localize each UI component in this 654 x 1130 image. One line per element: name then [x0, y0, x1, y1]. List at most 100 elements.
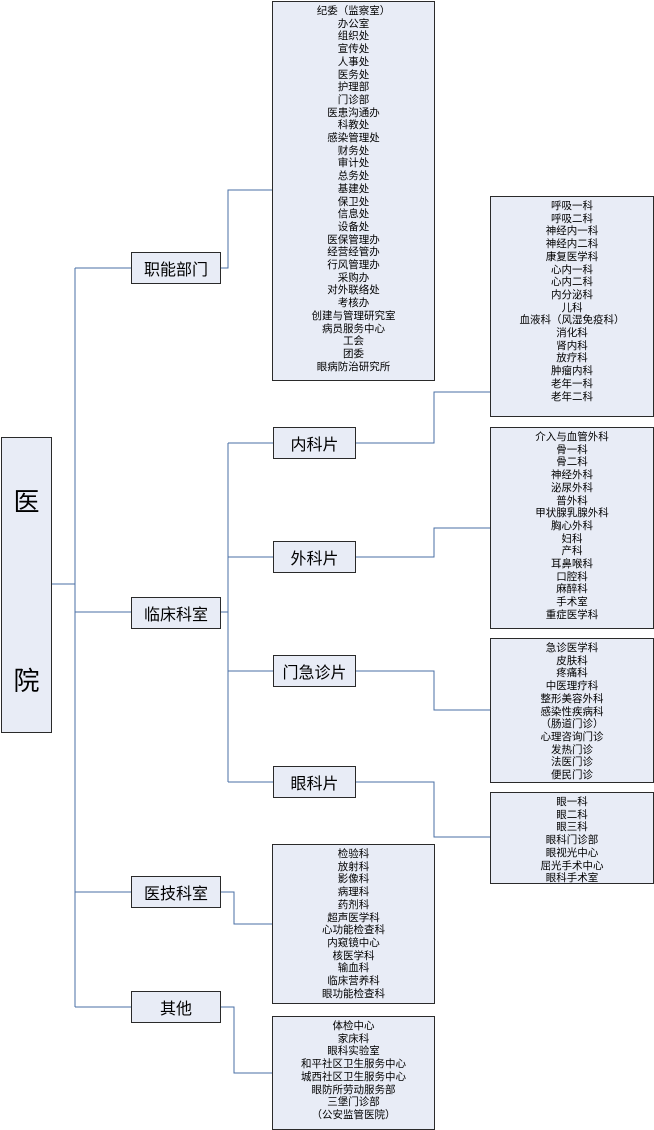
- list-item-waike: 甲状腺乳腺外科: [535, 507, 609, 520]
- list-item-waike: 妇科: [561, 532, 583, 545]
- list-item-waike: 神经外科: [551, 469, 593, 482]
- list-item-neike: 神经内一科: [545, 225, 599, 238]
- list-item-yanke: 眼二科: [556, 808, 588, 821]
- list-item-waike: 手术室: [556, 596, 588, 609]
- list-item-zhineng: 护理部: [337, 81, 370, 94]
- list-item-neike: 放疗科: [556, 352, 588, 365]
- list-item-waike: 耳鼻喉科: [551, 558, 593, 571]
- list-item-qita: 家床科: [337, 1032, 370, 1045]
- list-item-yiji: 检验科: [337, 848, 370, 860]
- connector-yiji-list: [221, 891, 272, 925]
- list-item-jizhen: 心理咨询门诊: [540, 730, 604, 743]
- list-item-yanke: 眼视光中心: [545, 846, 599, 859]
- list-item-waike: 产科: [561, 545, 583, 558]
- list-item-waike: 胸心外科: [551, 519, 593, 532]
- list-box-yiji: 检验科放射科影像科病理科药剂科超声医学科心功能检查科内窥镜中心核医学科输血科临床…: [272, 844, 435, 1004]
- group-node-neike: 内科片: [273, 427, 356, 459]
- list-item-yiji: 影像科: [337, 873, 370, 886]
- list-item-neike: 内分泌科: [551, 288, 593, 301]
- list-item-yiji: 放射科: [337, 860, 370, 873]
- connector-qita-list: [221, 1006, 272, 1074]
- list-item-zhineng: 总务处: [337, 170, 370, 183]
- connector-jizhen-list: [356, 670, 490, 711]
- connector-waike-list: [356, 527, 490, 558]
- list-item-zhineng: 信息处: [337, 208, 370, 221]
- list-item-neike: 儿科: [561, 301, 583, 314]
- list-item-zhineng: 设备处: [337, 220, 370, 233]
- list-item-zhineng: 医务处: [337, 68, 370, 81]
- connector-yanke-list: [356, 781, 490, 838]
- list-item-zhineng: 团委: [343, 347, 364, 360]
- list-item-yanke: 眼一科: [556, 796, 588, 808]
- list-item-neike: 康复医学科: [545, 250, 599, 263]
- list-box-waike: 介入与血管外科骨一科骨二科神经外科泌尿外科普外科甲状腺乳腺外科胸心外科妇科产科耳…: [490, 427, 654, 629]
- list-item-zhineng: 医保管理办: [327, 233, 380, 246]
- connector-neike-list: [356, 391, 490, 444]
- list-item-zhineng: 财务处: [337, 144, 370, 157]
- list-item-jizhen: 皮肤科: [556, 654, 588, 667]
- list-item-neike: 心内二科: [551, 276, 593, 289]
- list-item-waike: 骨二科: [556, 456, 588, 469]
- list-item-zhineng: 考核办: [337, 297, 370, 310]
- list-item-jizhen: 感染性疾病科: [540, 705, 604, 718]
- list-item-zhineng: 保卫处: [337, 195, 370, 208]
- list-box-qita: 体检中心家床科眼科实验室和平社区卫生服务中心城西社区卫生服务中心眼防所劳动服务部…: [272, 1016, 435, 1130]
- list-item-neike: 呼吸二科: [551, 212, 593, 225]
- list-item-zhineng: 组织处: [337, 30, 370, 43]
- list-item-qita: 体检中心: [332, 1020, 375, 1032]
- category-node-yiji: 医技科室: [131, 876, 221, 908]
- list-item-zhineng: 采购办: [337, 271, 370, 284]
- list-item-yiji: 超声医学科: [327, 911, 380, 924]
- list-item-zhineng: 眼病防治研究所: [316, 360, 391, 373]
- connector-zhineng-list: [221, 189, 272, 269]
- list-item-qita: 眼科实验室: [327, 1045, 380, 1058]
- list-item-neike: 肾内科: [556, 339, 588, 352]
- list-item-zhineng: 行风管理办: [327, 259, 380, 272]
- list-item-waike: 口腔科: [556, 570, 588, 583]
- list-item-zhineng: 创建与管理研究室: [311, 309, 396, 322]
- list-item-zhineng: 病员服务中心: [322, 322, 385, 335]
- list-item-yanke: 眼科手术室: [545, 872, 599, 885]
- list-item-jizhen: 发热门诊: [551, 743, 593, 756]
- list-item-waike: 麻醉科: [556, 583, 588, 596]
- list-item-neike: 肿瘤内科: [551, 365, 593, 378]
- list-item-jizhen: 急诊医学科: [545, 642, 599, 654]
- list-item-waike: 介入与血管外科: [535, 431, 609, 443]
- list-item-jizhen: 便民门诊: [551, 769, 593, 782]
- list-item-neike: 老年一科: [551, 377, 593, 390]
- list-item-zhineng: 审计处: [337, 157, 370, 170]
- list-item-yiji: 内窥镜中心: [327, 936, 380, 949]
- list-item-qita: （公安监管医院）: [311, 1108, 396, 1121]
- list-item-neike: 血液科（风湿免疫科）: [519, 314, 625, 327]
- list-item-jizhen: 法医门诊: [551, 756, 593, 769]
- group-node-yanke: 眼科片: [273, 766, 356, 798]
- list-item-yanke: 眼科门诊部: [545, 834, 599, 847]
- root-node-hospital: 医 院: [1, 437, 52, 733]
- list-item-zhineng: 医患沟通办: [327, 106, 380, 119]
- list-item-yiji: 临床营养科: [327, 975, 380, 988]
- list-item-zhineng: 科教处: [337, 119, 370, 132]
- list-item-zhineng: 基建处: [337, 182, 370, 195]
- list-item-yiji: 输血科: [337, 962, 370, 975]
- list-item-yiji: 核医学科: [332, 949, 375, 962]
- list-item-yiji: 病理科: [337, 886, 370, 899]
- list-item-yanke: 屈光手术中心: [540, 859, 604, 872]
- list-item-qita: 城西社区卫生服务中心: [301, 1070, 406, 1083]
- list-item-zhineng: 宣传处: [337, 43, 370, 56]
- list-item-qita: 和平社区卫生服务中心: [301, 1058, 406, 1071]
- list-box-jizhen: 急诊医学科皮肤科疼痛科中医理疗科整形美容外科感染性疾病科（肠道门诊）心理咨询门诊…: [490, 638, 654, 783]
- list-item-yanke: 眼三科: [556, 821, 588, 834]
- list-item-yiji: 心功能检查科: [322, 924, 385, 937]
- list-item-waike: 骨一科: [556, 443, 588, 456]
- list-item-zhineng: 办公室: [337, 17, 370, 30]
- list-item-zhineng: 纪委（监察室）: [316, 5, 391, 17]
- root-char-1: 医: [13, 488, 40, 518]
- list-item-yiji: 药剂科: [337, 898, 370, 911]
- list-item-zhineng: 感染管理处: [327, 132, 380, 145]
- category-node-linchuang: 临床科室: [131, 597, 221, 629]
- list-item-zhineng: 经营经管办: [327, 246, 380, 259]
- list-item-neike: 呼吸一科: [551, 200, 593, 212]
- list-item-waike: 普外科: [556, 494, 588, 507]
- category-node-zhineng: 职能部门: [131, 252, 221, 284]
